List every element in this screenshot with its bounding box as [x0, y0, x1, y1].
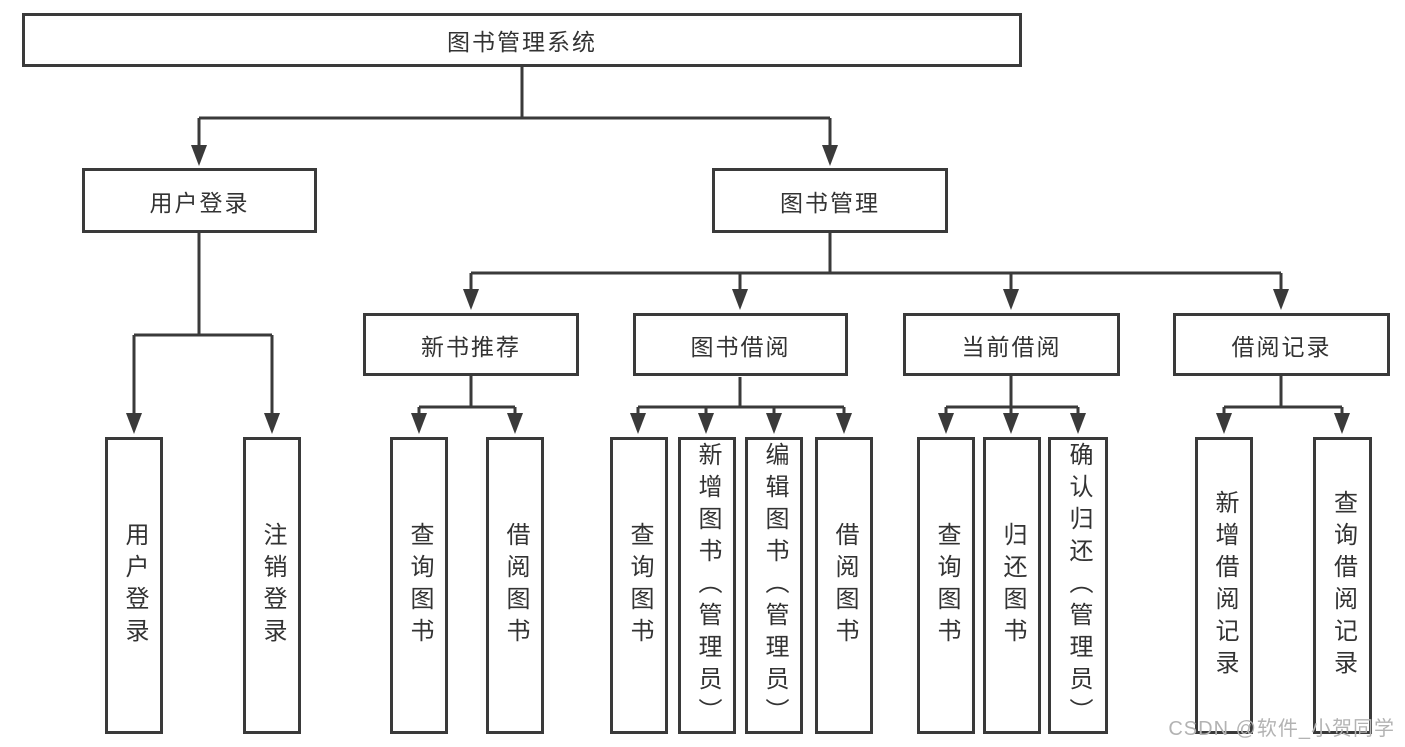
node-new-book-recommend: 新书推荐: [363, 313, 579, 376]
node-book-management: 图书管理: [712, 168, 948, 233]
node-root: 图书管理系统: [22, 13, 1022, 67]
leaf-logout: 注销登录: [243, 437, 301, 734]
node-borrow-records: 借阅记录: [1173, 313, 1390, 376]
leaf-add-borrow-record: 新增借阅记录: [1195, 437, 1253, 734]
leaf-query-borrow-record: 查询借阅记录: [1313, 437, 1372, 734]
leaf-user-login: 用户登录: [105, 437, 163, 734]
leaf-borrow-books-2: 借阅图书: [815, 437, 873, 734]
leaf-edit-book-admin: 编辑图书（管理员）: [745, 437, 803, 734]
leaf-confirm-return-admin: 确认归还（管理员）: [1048, 437, 1108, 734]
node-book-borrow: 图书借阅: [633, 313, 848, 376]
node-user-login: 用户登录: [82, 168, 317, 233]
leaf-query-books-1: 查询图书: [390, 437, 448, 734]
leaf-add-book-admin: 新增图书（管理员）: [678, 437, 736, 734]
leaf-query-books-3: 查询图书: [917, 437, 975, 734]
leaf-return-book: 归还图书: [983, 437, 1041, 734]
leaf-query-books-2: 查询图书: [610, 437, 668, 734]
watermark: CSDN @软件_小贺同学: [1168, 718, 1395, 740]
leaf-borrow-books-1: 借阅图书: [486, 437, 544, 734]
node-current-borrow: 当前借阅: [903, 313, 1120, 376]
